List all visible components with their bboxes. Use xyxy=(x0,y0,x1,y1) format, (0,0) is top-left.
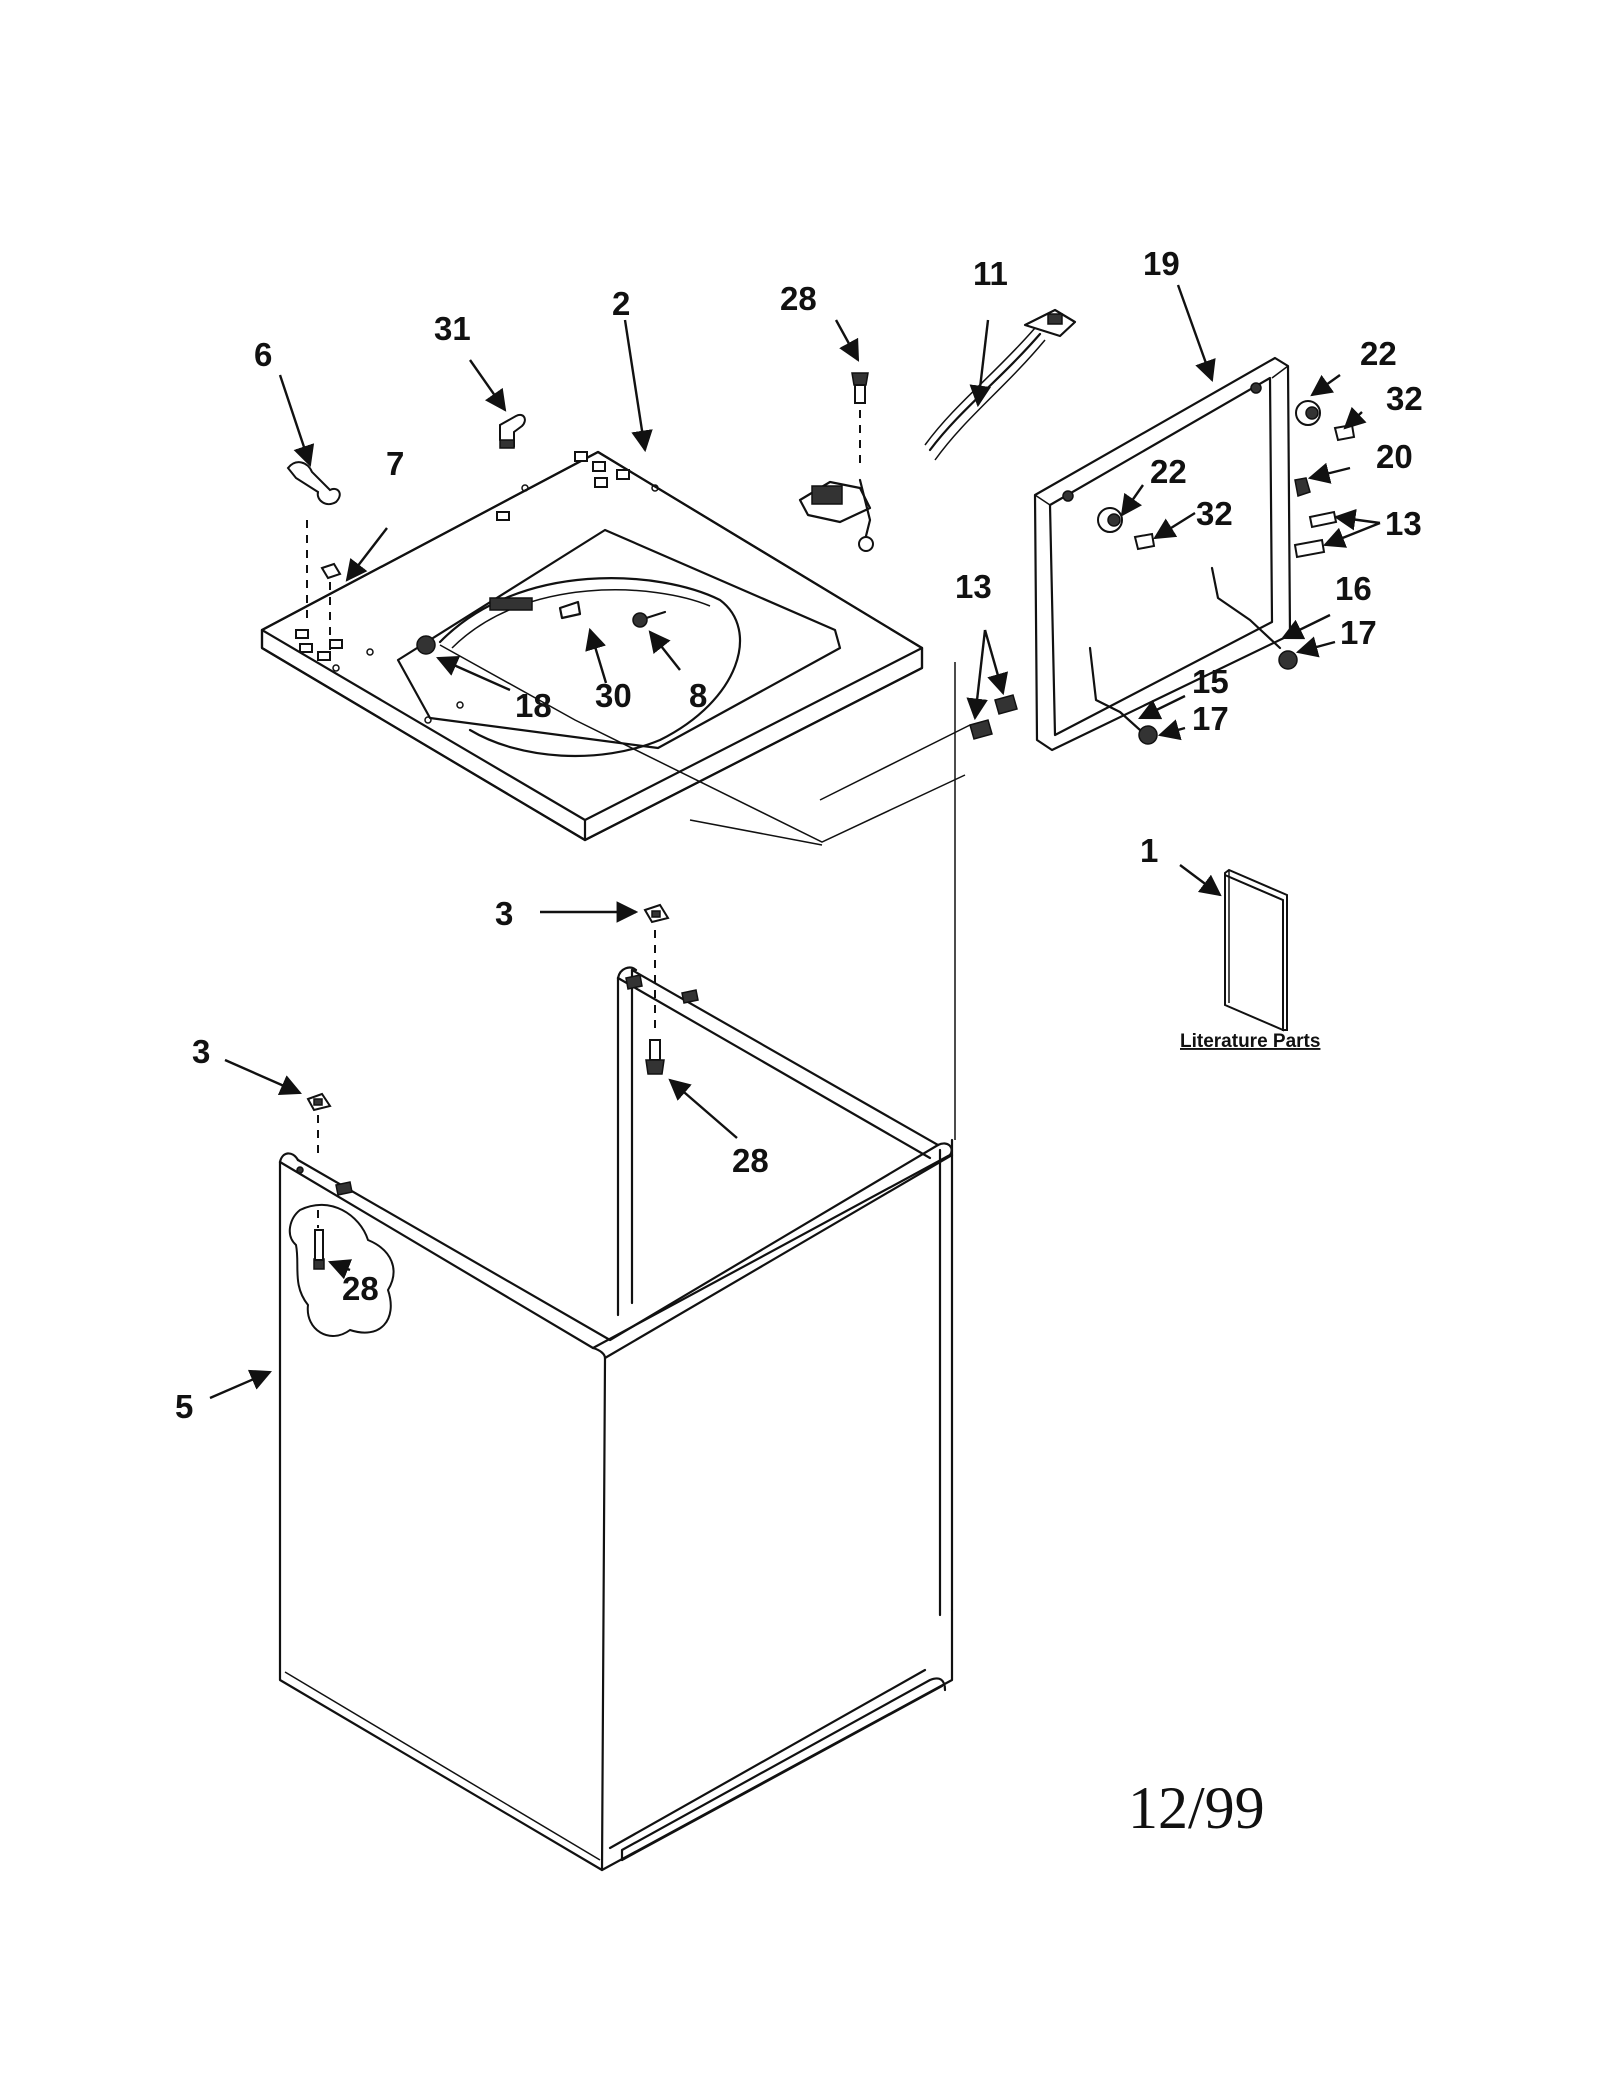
cabinet-part-5 xyxy=(278,966,954,1872)
callout-7: 7 xyxy=(386,445,404,482)
callout-30: 30 xyxy=(595,677,632,714)
clip-part-3-top xyxy=(643,903,670,924)
knob-part-22-upper xyxy=(1295,400,1321,426)
callout-13-left: 13 xyxy=(955,568,992,605)
callout-11: 11 xyxy=(973,255,1008,292)
callout-1: 1 xyxy=(1140,832,1158,869)
callout-28-top: 28 xyxy=(780,280,817,317)
literature-part-1 xyxy=(1224,868,1288,1032)
callout-32-lower: 32 xyxy=(1196,495,1233,532)
callout-17-right: 17 xyxy=(1340,614,1377,651)
date-code: 12/99 xyxy=(1128,1775,1265,1841)
callout-18: 18 xyxy=(515,687,552,724)
screw-part-28-mid xyxy=(645,1039,665,1075)
callout-20: 20 xyxy=(1376,438,1413,475)
callout-28-mid: 28 xyxy=(732,1142,769,1179)
callout-13-right: 13 xyxy=(1385,505,1422,542)
screw-part-28-top xyxy=(851,372,869,404)
callout-15: 15 xyxy=(1192,663,1229,700)
callout-labels: 6 31 7 2 28 11 19 22 32 20 13 22 32 13 1… xyxy=(175,245,1423,1841)
callout-31: 31 xyxy=(434,310,471,347)
callout-28-cutaway: 28 xyxy=(342,1270,379,1307)
callout-6: 6 xyxy=(254,336,272,373)
clip-part-3-left xyxy=(306,1092,332,1112)
knob-part-32-lower xyxy=(1133,532,1156,551)
literature-parts-label: Literature Parts xyxy=(1180,1031,1320,1052)
wire-harness-part-11 xyxy=(798,308,1077,552)
callout-32-upper: 32 xyxy=(1386,380,1423,417)
clip-part-7 xyxy=(320,562,342,580)
clip-part-31 xyxy=(499,414,526,449)
callout-17-lower: 17 xyxy=(1192,700,1229,737)
callout-5: 5 xyxy=(175,1388,193,1425)
callout-3-left: 3 xyxy=(192,1033,210,1070)
knob-part-17-right xyxy=(1278,650,1298,670)
callout-22-upper: 22 xyxy=(1360,335,1397,372)
callout-22-lower: 22 xyxy=(1150,453,1187,490)
callout-3-top: 3 xyxy=(495,895,513,932)
screws-part-13-right xyxy=(1293,510,1338,559)
screws-part-13-left xyxy=(969,694,1018,740)
knob-part-17-lower xyxy=(1138,725,1158,745)
callout-16: 16 xyxy=(1335,570,1372,607)
top-panel xyxy=(260,450,924,842)
clip-part-6 xyxy=(286,461,341,506)
clip-part-20 xyxy=(1294,477,1311,497)
callout-19: 19 xyxy=(1143,245,1180,282)
callout-arrows xyxy=(209,284,1381,1400)
console-frame-part-19 xyxy=(1033,356,1292,752)
callout-8: 8 xyxy=(689,677,707,714)
callout-2: 2 xyxy=(612,285,630,322)
knob-part-22-lower xyxy=(1097,507,1123,533)
